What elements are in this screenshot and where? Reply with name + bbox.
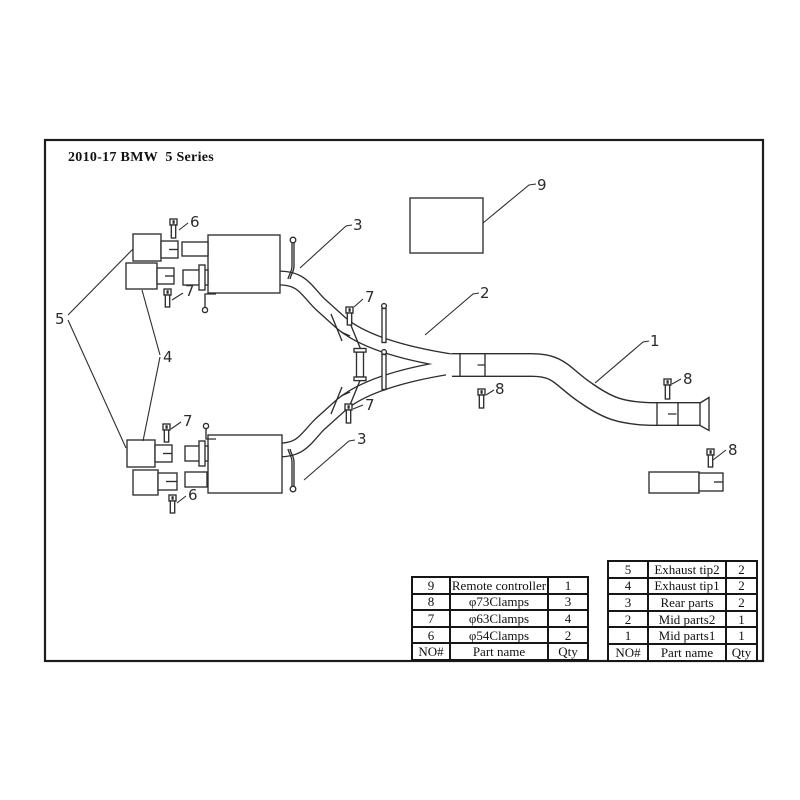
callout-2: 2 (480, 284, 490, 302)
table-cell: 8 (412, 593, 450, 611)
hanger-ball (202, 422, 210, 430)
table-cell: φ54Clamps (450, 626, 548, 644)
clamp-bolt-8-right-top (663, 378, 672, 400)
pipe-flare-end (699, 396, 710, 432)
clamp-bolt-6-lower (168, 494, 177, 514)
table-header-cell: Part name (648, 643, 726, 661)
clamp-bolt-6-upper (169, 218, 178, 239)
hanger-pin-rod (287, 448, 295, 486)
table-cell: 2 (608, 610, 648, 628)
table-cell: 4 (548, 610, 588, 627)
callout-3-upper: 3 (353, 216, 363, 234)
callout-7-upper-left: 7 (185, 282, 195, 300)
clamp-bolt-7-mid-upper (345, 306, 354, 326)
callout-4: 4 (163, 348, 173, 366)
callout-7-mid-upper: 7 (365, 288, 375, 306)
hanger-bracket (204, 293, 216, 307)
callout-6-upper: 6 (190, 213, 200, 231)
table-cell: φ63Clamps (450, 610, 548, 627)
table-header-cell: NO# (608, 643, 648, 661)
clamp-bolt-8-right-bottom (706, 448, 715, 468)
table-cell: 1 (726, 627, 757, 644)
table-cell: Mid parts2 (648, 610, 726, 628)
table-cell: 1 (726, 610, 757, 628)
table-header-cell: Qty (726, 643, 757, 661)
callout-8-left: 8 (495, 380, 505, 398)
pipe-clamp-marks (330, 313, 679, 426)
right-exhaust-tip-piece (648, 471, 724, 494)
upper-inlet-stub-a (181, 241, 209, 257)
callout-8-right-bottom: 8 (728, 441, 738, 459)
clamp-bolt-8-left (477, 388, 486, 409)
callout-5: 5 (55, 310, 65, 328)
exhaust-tip1-lower (132, 469, 159, 496)
main-parts-table: 5 Exhaust tip2 2 4 Exhaust tip1 2 3 Rear… (607, 560, 758, 662)
table-cell: 6 (412, 626, 450, 644)
table-cell: 2 (726, 561, 757, 578)
table-cell: 1 (548, 577, 588, 594)
hanger-ball (201, 306, 209, 314)
table-cell: 1 (608, 627, 648, 644)
table-cell: 2 (548, 626, 588, 644)
table-cell: Exhaust tip2 (648, 561, 726, 578)
table-cell: 3 (548, 593, 588, 611)
table-header-cell: Part name (450, 643, 548, 660)
table-header-cell: NO# (412, 643, 450, 660)
upper-muffler (207, 234, 281, 294)
table-cell: 3 (608, 594, 648, 611)
stub-flange (198, 440, 206, 467)
hanger-pin-rod (287, 243, 295, 280)
table-cell: 5 (608, 561, 648, 578)
hanger-pin-eye (289, 236, 297, 244)
table-header-cell: Qty (548, 643, 588, 660)
lower-muffler (207, 434, 283, 494)
upper-muffler-assembly (125, 233, 297, 314)
callout-8-right-top: 8 (683, 370, 693, 388)
lower-inlet-stub-b (184, 471, 208, 488)
table-cell: 2 (726, 577, 757, 595)
exhaust-tip2-lower (126, 439, 156, 468)
callout-7-mid-lower: 7 (365, 396, 375, 414)
table-cell: 9 (412, 577, 450, 594)
drawing-border (43, 138, 765, 663)
clamp-bolt-7-lower-left (162, 423, 171, 443)
table-cell: 4 (608, 577, 648, 595)
table-cell: φ73Clamps (450, 593, 548, 611)
clamp-pin (380, 348, 388, 391)
hanger-bracket (205, 429, 216, 440)
callout-9: 9 (537, 176, 547, 194)
callout-6-lower: 6 (188, 486, 198, 504)
leader-lines (67, 183, 727, 504)
lower-muffler-assembly (126, 422, 297, 496)
clamps-parts-table: 9 Remote controller 1 8 φ73Clamps 3 7 φ6… (411, 576, 589, 661)
clamp-pin (380, 302, 388, 344)
remote-controller-box (409, 197, 484, 254)
callout-7-lower-left: 7 (183, 412, 193, 430)
stub-flange (198, 264, 206, 291)
callout-3-lower: 3 (357, 430, 367, 448)
callout-1: 1 (650, 332, 660, 350)
pipe-outlines (278, 270, 700, 458)
clamp-bolt-7-mid-lower (344, 403, 353, 424)
exhaust-tip1-upper (125, 262, 158, 290)
table-cell: Exhaust tip1 (648, 577, 726, 595)
table-cell: Mid parts1 (648, 627, 726, 644)
table-cell: Remote controller (450, 577, 548, 594)
hanger-pin-eye (289, 485, 297, 493)
drawing-title: 2010-17 BMW 5 Series (68, 150, 214, 165)
table-cell: 2 (726, 594, 757, 611)
exhaust-tip2-upper (132, 233, 162, 262)
table-cell: Rear parts (648, 594, 726, 611)
table-cell: 7 (412, 610, 450, 627)
clamp-bolt-7-upper-left (163, 288, 172, 308)
branch-tie-rod (353, 347, 367, 382)
